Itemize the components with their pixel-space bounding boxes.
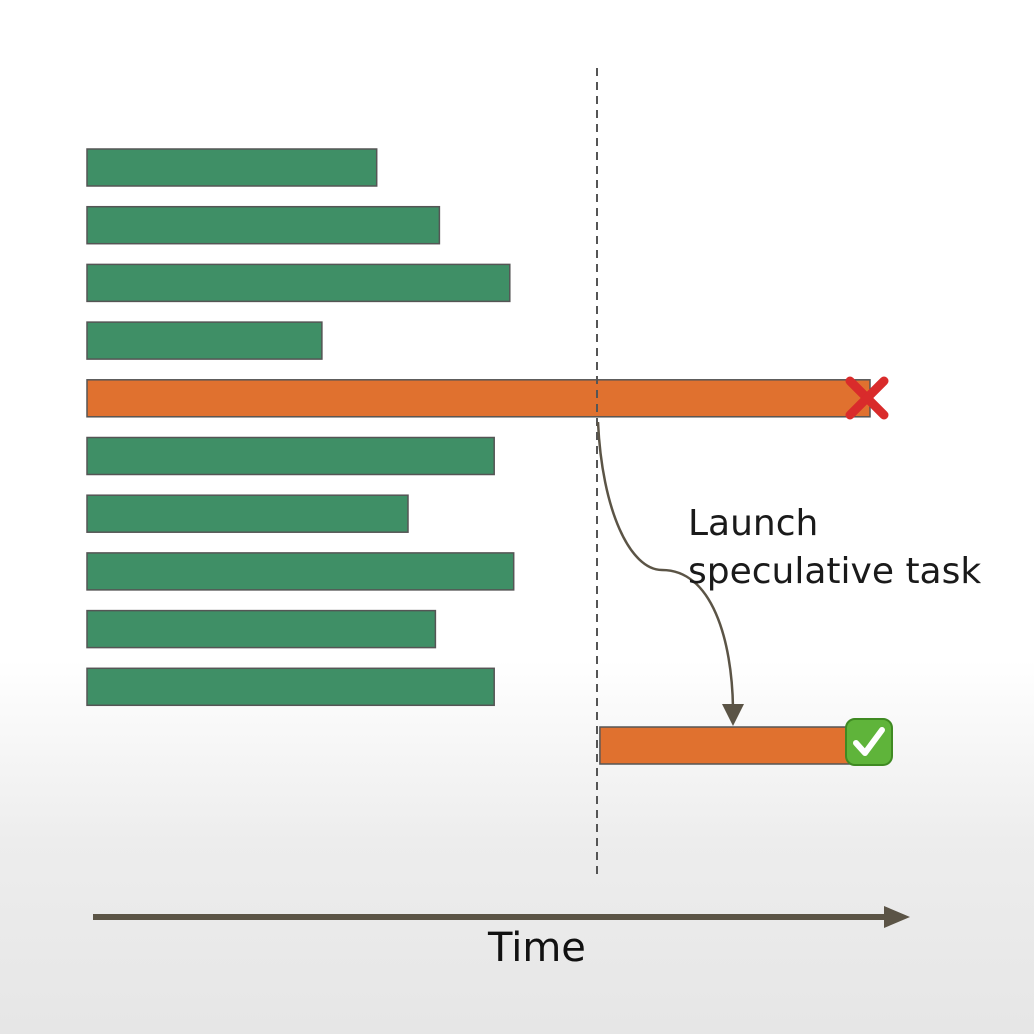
task-bar: [86, 205, 441, 245]
green-checkmark-icon: [845, 718, 893, 766]
launch-arrow-curve: [596, 421, 735, 709]
task-bar: [86, 494, 409, 533]
task-bar: [86, 321, 323, 360]
task-bars: [86, 148, 871, 765]
task-bar: [86, 609, 437, 649]
red-x-icon: [845, 376, 889, 420]
task-bar: [86, 263, 511, 303]
straggler-task-bar: [86, 379, 871, 418]
task-bar: [86, 667, 495, 707]
task-bar: [86, 148, 378, 187]
launch-speculative-task-label: Launch speculative task: [688, 500, 981, 596]
task-bar: [86, 552, 515, 591]
task-bar: [86, 436, 495, 476]
speculative-task-bar: [599, 726, 852, 765]
annotation-line-1: Launch: [688, 503, 819, 544]
annotation-line-2: speculative task: [688, 551, 982, 592]
time-axis-arrowhead: [884, 906, 910, 928]
launch-arrow-head: [722, 704, 744, 726]
time-axis-label: Time: [488, 925, 586, 971]
